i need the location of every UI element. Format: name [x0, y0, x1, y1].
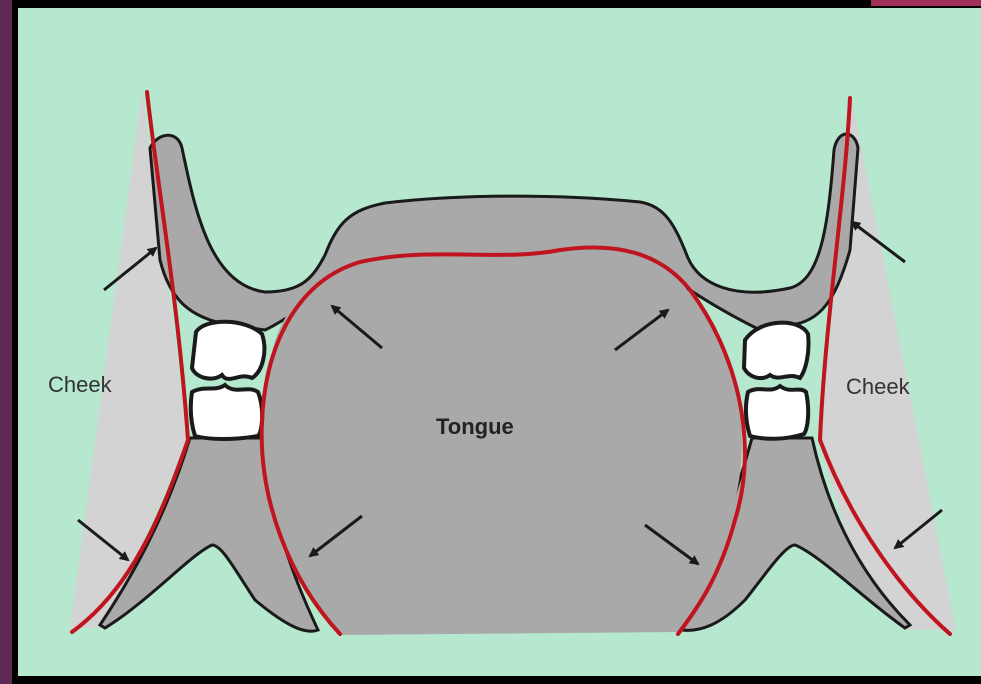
lower-tooth-right[interactable] [746, 386, 808, 439]
tongue-label: Tongue [436, 414, 514, 439]
cheek-left-label: Cheek [48, 372, 113, 397]
cheek-right-label: Cheek [846, 374, 911, 399]
lower-tooth-left[interactable] [191, 385, 262, 439]
upper-tooth-right[interactable] [744, 323, 809, 378]
upper-tooth-left[interactable] [192, 322, 264, 379]
